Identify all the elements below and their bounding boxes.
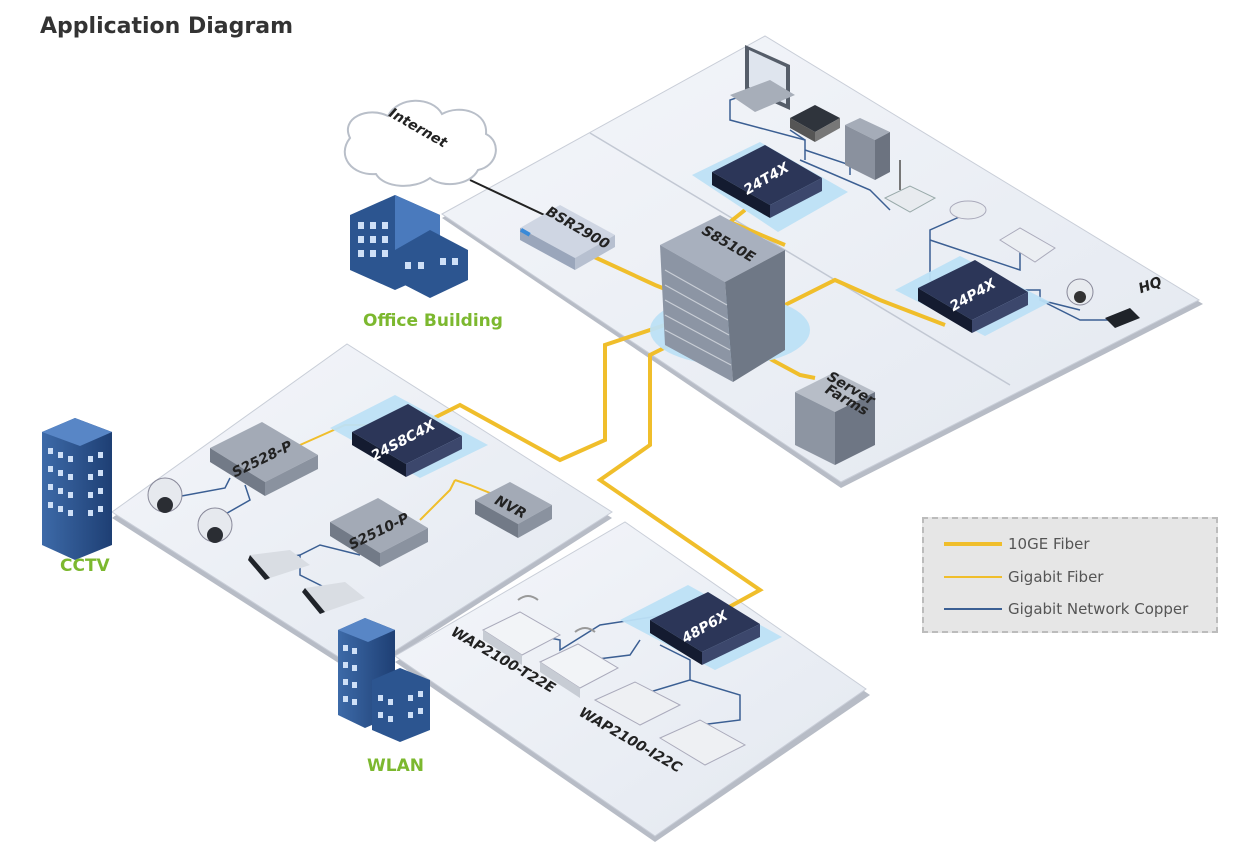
legend-label-gigabit-copper: Gigabit Network Copper [1008, 600, 1189, 618]
nvr-device: NVR [475, 482, 552, 538]
switch-24t4x: 24T4X [712, 145, 822, 218]
office-building-icon [350, 195, 468, 298]
switch-s2528p: S2528-P [210, 422, 318, 496]
wlan-ap-i22c-1 [593, 681, 682, 726]
wlan-ap-t22e-1 [481, 595, 562, 665]
cctv-label: CCTV [60, 556, 110, 576]
legend-swatch-gigabit-copper [944, 608, 1002, 610]
s8510e-core-switch: S8510E [660, 215, 785, 382]
hq-platform [441, 35, 1203, 488]
legend: 10GE Fiber Gigabit Fiber Gigabit Network… [922, 517, 1218, 633]
hq-ap-ceiling-icon [949, 200, 987, 220]
internet-cloud: Internet [343, 99, 497, 187]
cctv-bullet-camera-2 [302, 582, 365, 614]
cctv-building-icon [42, 418, 112, 560]
office-building-label: Office Building [363, 311, 503, 331]
bsr2900-router: BSR2900 [520, 204, 615, 270]
switch-24p4x: 24P4X [918, 260, 1028, 333]
hq-label: HQ [1136, 274, 1164, 297]
cctv-bullet-camera-1 [248, 550, 310, 580]
10ge-fiber-links [429, 208, 946, 614]
wlan-ap-i22c-2 [658, 719, 747, 766]
hq-bullet-camera-icon [1105, 308, 1140, 328]
cctv-dome-camera-1 [147, 477, 183, 513]
wlan-building-icon [338, 618, 430, 742]
diagram-title: Application Diagram [40, 14, 293, 39]
hq-server-tower-icon [845, 118, 890, 180]
hq-ap-outdoor-icon [999, 227, 1056, 263]
cctv-dome-camera-2 [197, 507, 233, 543]
wlan-label: WLAN [367, 756, 424, 776]
hq-router-icon [883, 160, 937, 213]
legend-swatch-gigabit-fiber [944, 576, 1002, 578]
hq-printer-icon [790, 105, 840, 142]
internet-link [469, 179, 556, 221]
legend-label-gigabit-fiber: Gigabit Fiber [1008, 568, 1104, 586]
legend-item-10ge-fiber: 10GE Fiber [944, 533, 1090, 555]
legend-item-gigabit-fiber: Gigabit Fiber [944, 566, 1103, 588]
switch-48p6x: 48P6X [650, 592, 760, 665]
server-farms: Server Farms [795, 369, 878, 465]
hq-dome-camera-icon [1066, 278, 1094, 306]
legend-label-10ge-fiber: 10GE Fiber [1008, 535, 1090, 553]
switch-s2510p: S2510-P [330, 498, 428, 567]
hq-pc-icon [730, 45, 795, 112]
legend-item-gigabit-copper: Gigabit Network Copper [944, 598, 1188, 620]
switch-24s8c4x: 24S8C4X [352, 404, 462, 477]
wlan-ap-t22e-2 [538, 627, 620, 698]
legend-swatch-10ge-fiber [944, 542, 1002, 546]
